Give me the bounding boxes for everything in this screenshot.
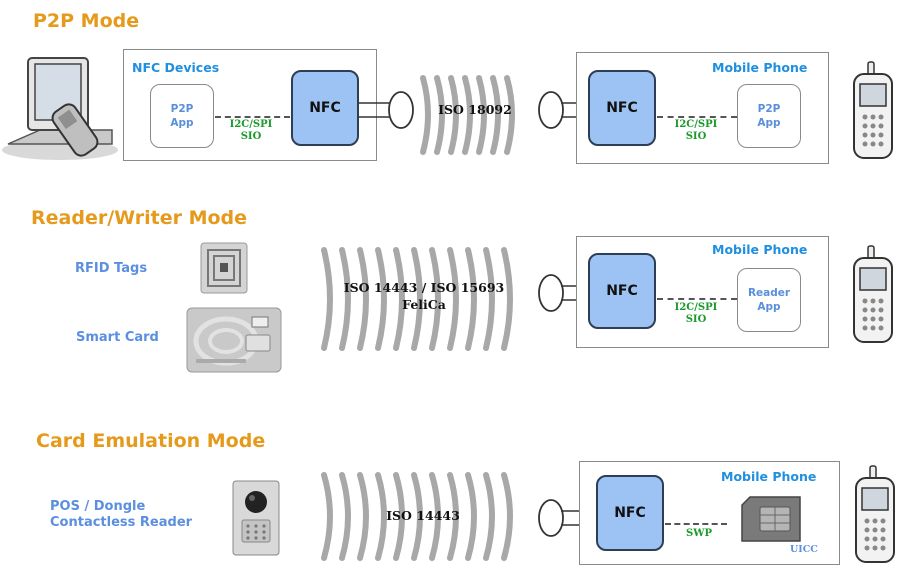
reader-panel-title: Mobile Phone: [712, 242, 808, 257]
reader-mode-title: Reader/Writer Mode: [31, 207, 248, 229]
p2p-left-app-label: P2P App: [170, 103, 194, 129]
reader-iface: I2C/SPI SIO: [663, 302, 729, 326]
card-mode-title: Card Emulation Mode: [36, 430, 266, 452]
radio-wave-icon: [321, 472, 513, 561]
mobile-phone-icon: [853, 245, 893, 343]
p2p-left-connector: [215, 116, 290, 118]
p2p-left-iface: I2C/SPI SIO: [218, 119, 284, 143]
smart-card-icon: [186, 307, 282, 373]
reader-protocol-line1: ISO 14443 / ISO 15693: [343, 280, 505, 295]
p2p-left-panel-title: NFC Devices: [132, 60, 220, 75]
card-nfc-label: NFC: [614, 505, 646, 521]
radio-wave-icon: [420, 75, 515, 155]
uicc-label: UICC: [790, 544, 818, 555]
reader-iface-line1: I2C/SPI: [674, 302, 718, 313]
reader-protocol-label: ISO 14443 / ISO 15693 FeliCa: [318, 279, 530, 313]
p2p-right-nfc-label: NFC: [606, 100, 638, 116]
p2p-right-connector: [657, 116, 737, 118]
antenna-coil-icon: [359, 91, 414, 129]
reader-app-box: Reader App: [737, 268, 801, 332]
p2p-right-app-box: P2P App: [737, 84, 801, 148]
p2p-left-nfc-label: NFC: [309, 100, 341, 116]
card-nfc-chip: NFC: [596, 475, 664, 551]
antenna-coil-icon: [538, 274, 593, 312]
reader-connector: [657, 298, 737, 300]
pos-reader-icon: [232, 480, 280, 556]
mobile-phone-icon: [853, 61, 893, 159]
card-panel-title: Mobile Phone: [721, 469, 817, 484]
p2p-right-iface-line1: I2C/SPI: [674, 119, 718, 130]
p2p-right-nfc-chip: NFC: [588, 70, 656, 146]
pos-reader-label: POS / Dongle Contactless Reader: [50, 499, 192, 531]
reader-app-label: Reader App: [747, 287, 791, 313]
reader-nfc-chip: NFC: [588, 253, 656, 329]
pos-reader-label-line2: Contactless Reader: [50, 515, 193, 530]
pos-reader-label-line1: POS / Dongle: [50, 499, 146, 514]
reader-protocol-line2: FeliCa: [402, 297, 446, 312]
computer-with-phone-icon: [2, 57, 118, 160]
p2p-left-iface-line1: I2C/SPI: [229, 119, 273, 130]
reader-nfc-label: NFC: [606, 283, 638, 299]
p2p-right-iface-line2: SIO: [685, 131, 707, 142]
reader-iface-line2: SIO: [685, 314, 707, 325]
card-protocol-label: ISO 14443: [386, 508, 460, 523]
card-iface-label: SWP: [686, 528, 712, 539]
rfid-tag-icon: [200, 242, 248, 294]
sim-card-icon: [741, 496, 801, 542]
p2p-right-iface: I2C/SPI SIO: [663, 119, 729, 143]
p2p-left-nfc-chip: NFC: [291, 70, 359, 146]
p2p-left-app-box: P2P App: [150, 84, 214, 148]
mobile-phone-icon: [855, 465, 895, 563]
card-connector: [665, 523, 727, 525]
rfid-tags-label: RFID Tags: [75, 261, 148, 276]
p2p-protocol-label: ISO 18092: [438, 102, 512, 117]
p2p-right-app-label: P2P App: [757, 103, 781, 129]
p2p-left-iface-line2: SIO: [240, 131, 262, 142]
p2p-right-panel-title: Mobile Phone: [712, 60, 808, 75]
radio-wave-icon: [321, 247, 513, 351]
smart-card-label: Smart Card: [76, 330, 159, 345]
p2p-mode-title: P2P Mode: [33, 10, 140, 32]
